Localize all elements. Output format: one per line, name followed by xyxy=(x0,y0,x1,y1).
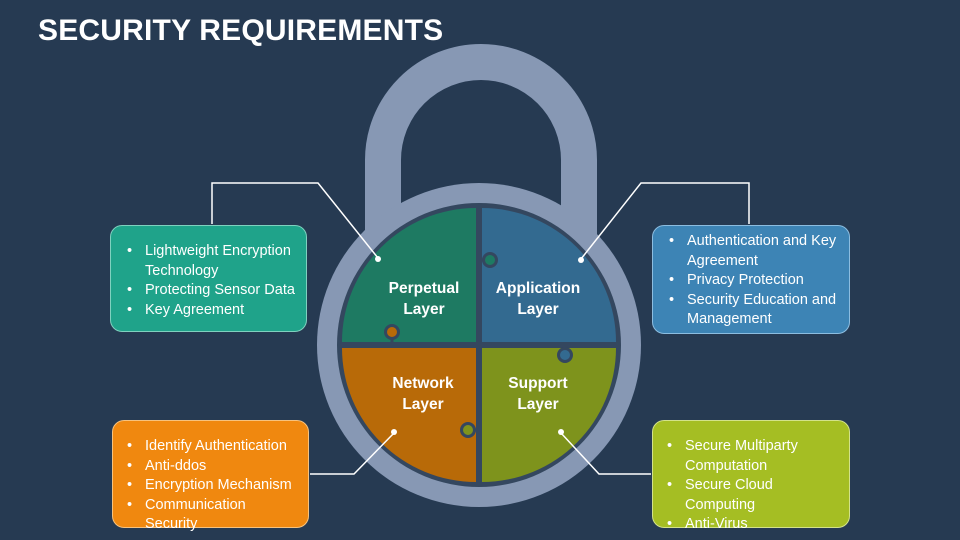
box-network-requirements: Identify Authentication Anti-ddos Encryp… xyxy=(112,420,309,532)
list-item: Authentication and Key Agreement xyxy=(661,232,843,271)
lock-body-inner xyxy=(337,203,621,487)
connector-bottom-left xyxy=(310,432,395,475)
puzzle-knob-right xyxy=(557,347,573,363)
box-perpetual-requirements: Lightweight Encryption Technology Protec… xyxy=(110,225,307,332)
segment-label-line: Layer xyxy=(402,396,444,413)
list-item: Key Agreement xyxy=(119,301,298,321)
list-item: Security Education and Management xyxy=(661,291,843,330)
segment-label-perpetual: Perpetual Layer xyxy=(369,278,479,320)
box-support-requirements: Secure Multiparty Computation Secure Clo… xyxy=(652,420,850,534)
page-title: SECURITY REQUIREMENTS xyxy=(38,14,444,47)
box-application-requirements: Authentication and Key Agreement Privacy… xyxy=(652,225,850,334)
list-item: Encryption Mechanism xyxy=(119,476,302,496)
list-item: Secure Cloud Computing xyxy=(659,476,845,515)
lock-shackle xyxy=(365,44,597,240)
segment-label-line: Layer xyxy=(403,301,445,318)
segment-label-support: Support Layer xyxy=(483,373,593,415)
segment-network xyxy=(342,348,476,482)
segment-label-line: Layer xyxy=(517,396,559,413)
connector-bottom-right xyxy=(560,432,651,475)
segment-application xyxy=(482,208,616,342)
segment-label-line: Application xyxy=(495,280,581,297)
list-item: Privacy Protection xyxy=(661,271,843,291)
list-item: Anti-ddos xyxy=(119,457,302,477)
list-item: Lightweight Encryption Technology xyxy=(119,242,298,281)
puzzle-knob-bottom xyxy=(460,422,476,438)
segment-label-line: Layer xyxy=(517,301,559,318)
list-item: Protecting Sensor Data xyxy=(119,281,298,301)
puzzle-knob-top xyxy=(482,252,498,268)
segment-label-line: Perpetual xyxy=(388,280,460,297)
connector-top-left xyxy=(211,182,379,259)
list-item: Identify Authentication xyxy=(119,437,302,457)
list-item: Secure Multiparty Computation xyxy=(659,437,845,476)
list-item: Anti-Virus xyxy=(659,515,845,535)
segment-label-network: Network Layer xyxy=(368,373,478,415)
connector-top-right xyxy=(580,182,750,260)
list-item: Communication Security xyxy=(119,496,302,535)
segment-label-line: Support xyxy=(508,375,568,392)
segment-perpetual xyxy=(342,208,476,342)
segment-label-application: Application Layer xyxy=(483,278,593,320)
segment-support xyxy=(482,348,616,482)
segment-label-line: Network xyxy=(392,375,454,392)
puzzle-knob-left xyxy=(384,324,400,340)
